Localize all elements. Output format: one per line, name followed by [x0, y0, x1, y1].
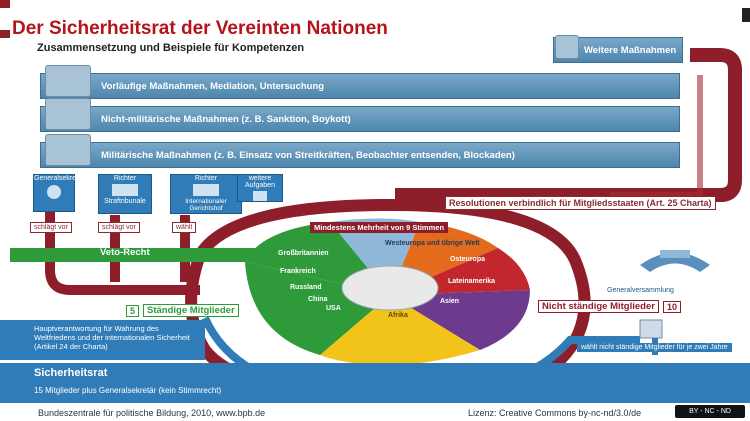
outer-ring: [185, 198, 591, 402]
footer-license: Lizenz: Creative Commons by-nc-nd/3.0/de: [468, 408, 642, 418]
band-provisional-label: Vorläufige Maßnahmen, Mediation, Untersu…: [101, 80, 325, 92]
corner-mark: [742, 8, 750, 22]
security-council-bar: [0, 363, 750, 403]
icj-box: Richter Internationaler Gerichtshof: [170, 174, 242, 214]
tribunals-box: Richter Straftribunale: [98, 174, 152, 214]
seat-label-eeu: Osteuropa: [450, 256, 486, 263]
seat-label-asia: Asien: [440, 298, 460, 305]
seat-label-africa: Afrika: [388, 312, 408, 319]
proposes-tag-2: schlägt vor: [98, 222, 140, 233]
seat-label-france: Frankreich: [280, 268, 316, 275]
elects-nonpermanent-label: wählt nicht ständige Mitglieder für je z…: [577, 343, 732, 352]
nonpermanent-count: 10: [662, 300, 681, 313]
judges-label-1: Richter: [113, 175, 137, 182]
corner-mark: [0, 0, 10, 8]
general-assembly-arena: [640, 250, 710, 272]
page-subtitle: Zusammensetzung und Beispiele für Kompet…: [37, 42, 305, 54]
nonpermanent-label: Nicht ständige Mitglieder: [538, 300, 659, 313]
cc-license-badge: BY - NC - ND: [675, 405, 745, 418]
seat-label-latam: Lateinamerika: [448, 278, 496, 285]
responsibility-box: Hauptverantwortung für Wahrung des Weltf…: [0, 320, 205, 360]
permanent-count: 5: [126, 304, 140, 317]
seat-label-uk: Großbritannien: [278, 250, 329, 257]
elects-tag: wählt: [172, 222, 197, 233]
tank-icon: [45, 134, 91, 166]
permanent-members-badge: 5 Ständige Mitglieder: [126, 304, 239, 317]
majority-label: Mindestens Mehrheit von 9 Stimmen: [310, 222, 449, 233]
page-title: Der Sicherheitsrat der Vereinten Natione…: [12, 18, 388, 39]
seat-label-russia: Russland: [290, 284, 322, 291]
nonpermanent-members-badge: Nicht ständige Mitglieder 10: [538, 300, 681, 313]
seat-label-weu: Westeuropa und übrige Welt: [385, 240, 480, 247]
resolution-loop: [395, 48, 742, 202]
secretary-general-box: Generalsekretär: [33, 174, 85, 212]
cc-badge-text: BY - NC - ND: [689, 408, 731, 415]
corner-mark: [0, 30, 10, 38]
building-icon: [193, 184, 219, 196]
resolution-loop-inner: [610, 75, 703, 198]
band-non-military-label: Nicht-militärische Maßnahmen (z. B. Sank…: [101, 113, 351, 125]
mediation-icon: [45, 65, 91, 97]
secretary-general-label: Generalsekretär: [34, 175, 85, 182]
further-tasks-label: weitere Aufgaben: [245, 175, 275, 189]
seat-label-china: China: [308, 296, 328, 303]
security-council-title: Sicherheitsrat: [34, 367, 108, 379]
band-military-measures: Militärische Maßnahmen (z. B. Einsatz vo…: [40, 142, 680, 168]
general-assembly-label: Generalversammlung: [607, 287, 674, 294]
building-icon: [112, 184, 138, 196]
icj-label: Internationaler Gerichtshof: [185, 198, 227, 212]
proposes-tag-1: schlägt vor: [30, 222, 72, 233]
judges-label-2: Richter: [194, 175, 218, 182]
permanent-label: Ständige Mitglieder: [143, 304, 239, 317]
puzzle-icon: [253, 191, 267, 201]
resolutions-label: Resolutionen verbindlich für Mitgliedsst…: [445, 196, 716, 210]
council-arena: [245, 218, 530, 365]
tribunals-label: Straftribunale: [104, 198, 146, 205]
security-council-composition: 15 Mitglieder plus Generalsekretär (kein…: [34, 386, 222, 395]
sanction-icon: [45, 98, 91, 130]
ballot-box: [639, 319, 663, 339]
veto-label: Veto-Recht: [100, 247, 150, 258]
proposal-path-1: [45, 200, 200, 295]
further-tasks-box: weitere Aufgaben: [237, 174, 283, 202]
further-measures-label: Weitere Maßnahmen: [584, 44, 677, 56]
puzzle-icon: [555, 35, 579, 59]
footer-source: Bundeszentrale für politische Bildung, 2…: [38, 408, 266, 418]
band-non-military-measures: Nicht-militärische Maßnahmen (z. B. Sank…: [40, 106, 680, 132]
band-provisional-measures: Vorläufige Maßnahmen, Mediation, Untersu…: [40, 73, 680, 99]
band-military-label: Militärische Maßnahmen (z. B. Einsatz vo…: [101, 149, 515, 161]
seat-label-usa: USA: [326, 305, 341, 312]
person-icon: [47, 185, 61, 199]
responsibility-text: Hauptverantwortung für Wahrung des Weltf…: [34, 324, 190, 351]
